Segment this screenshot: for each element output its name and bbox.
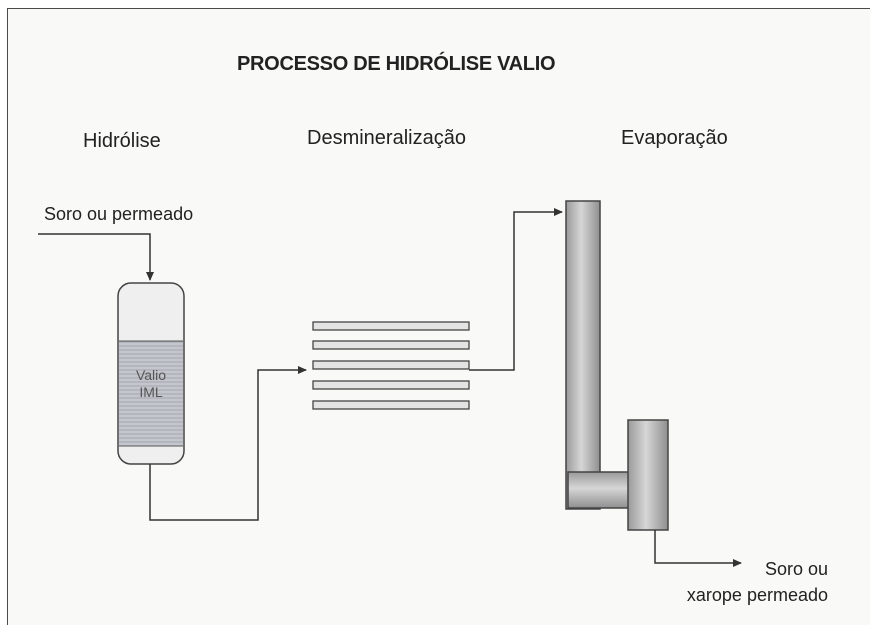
evaporator-feed-line [469, 208, 563, 371]
output-label: Soro ou xarope permeado [687, 556, 828, 608]
membrane-plate [312, 400, 470, 410]
membrane-plate [312, 360, 470, 370]
stage-label-demineralization: Desmineralização [307, 127, 466, 149]
product-outlet-line [654, 530, 742, 567]
vessel-label-line1: Valio [135, 367, 167, 383]
membrane-plate [312, 380, 470, 390]
separator-vessel [627, 419, 669, 531]
stage-label-evaporation: Evaporação [621, 127, 728, 149]
demineralization-stack [312, 321, 470, 410]
diagram-title: PROCESSO DE HIDRÓLISE VALIO [237, 53, 556, 75]
input-label: Soro ou permeado [44, 204, 194, 224]
output-label-line1: Soro ou [764, 559, 828, 579]
feed-line [38, 233, 154, 281]
evaporator-column [565, 200, 601, 510]
vessel-outlet-line [149, 366, 307, 521]
evaporator [565, 200, 669, 531]
membrane-plate [312, 321, 470, 331]
evaporator-connector [567, 471, 633, 509]
valio-iml-vessel [117, 282, 185, 465]
vessel-label: Valio IML [120, 367, 182, 401]
membrane-plate [312, 340, 470, 350]
output-label-line2: xarope permeado [686, 585, 828, 605]
stage-label-hydrolysis: Hidrólise [83, 130, 161, 152]
vessel-label-line2: IML [139, 384, 163, 400]
